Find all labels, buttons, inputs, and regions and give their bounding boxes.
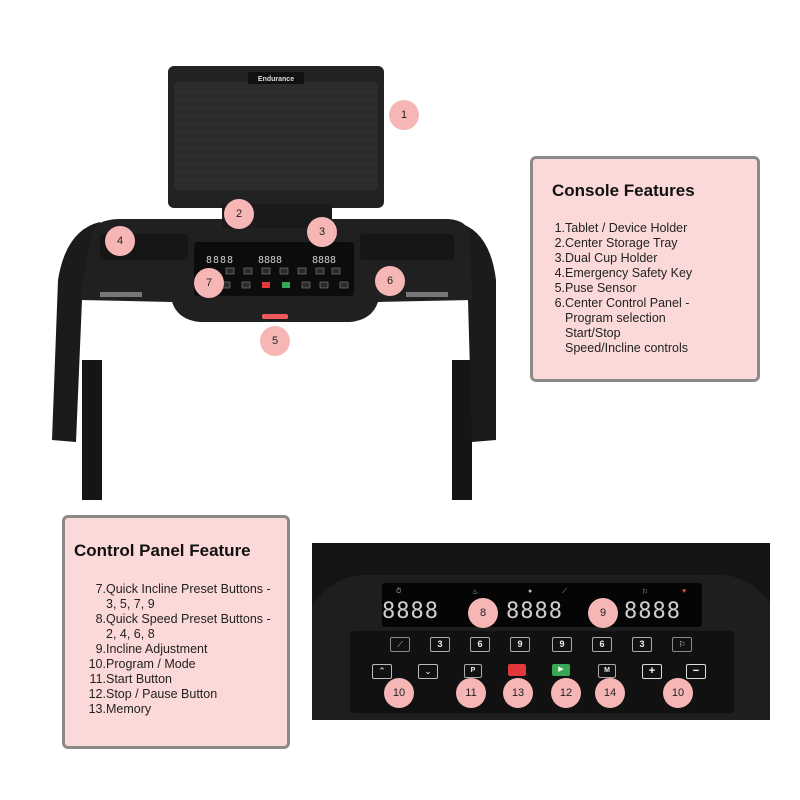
plus-button[interactable]: + [642, 664, 662, 679]
tablet-holder-texture [178, 91, 374, 181]
list-item: 3.Dual Cup Holder [554, 251, 658, 265]
callout-7: 7 [194, 268, 224, 298]
list-item: 11.Start Button [89, 672, 173, 686]
callout-14: 14 [595, 678, 625, 708]
zoomed-control-panel: ⏱ ♨ ● ⟋ ⚐ ♥ 8888 8888 8888 ⟋ 3 6 9 9 6 3… [312, 543, 770, 720]
list-item: 10.Program / Mode [88, 657, 196, 671]
list-item: 2.Center Storage Tray [554, 236, 678, 250]
list-item: 9.Incline Adjustment [95, 642, 208, 656]
control-panel-features-list: 7.Quick Incline Preset Buttons - 3, 5, 7… [74, 582, 279, 717]
callout-9: 9 [588, 598, 618, 628]
svg-text:8888: 8888 [206, 255, 234, 266]
runner-icon: ⚐ [642, 589, 649, 596]
callout-2: 2 [224, 199, 254, 229]
list-item: 13.Memory [88, 702, 152, 716]
list-item: 2, 4, 6, 8 [106, 627, 155, 641]
minus-button[interactable]: − [686, 664, 706, 679]
console-features-box: Console Features 1.Tablet / Device Holde… [530, 156, 760, 382]
list-item: Start/Stop [565, 326, 621, 340]
list-item: Program selection [565, 311, 666, 325]
preset-row: ⟋ 3 6 9 9 6 3 ⚐ [312, 637, 770, 653]
brand-logo: Endurance [258, 76, 294, 83]
preset-key-6[interactable]: 3 [632, 637, 652, 652]
console-features-list: 1.Tablet / Device Holder 2.Center Storag… [552, 221, 747, 356]
console-features-title: Console Features [552, 181, 695, 200]
mode-button[interactable]: M [598, 664, 616, 678]
svg-text:8888: 8888 [312, 255, 336, 266]
callout-8: 8 [468, 598, 498, 628]
pulse-sensor [262, 314, 288, 319]
callout-12: 12 [551, 678, 581, 708]
stop-pause-button[interactable] [508, 664, 526, 676]
incline-icon: ⟋ [562, 588, 567, 595]
left-handlebar [52, 222, 110, 442]
function-row: ⌃ ⌄ P ▶ M + − [312, 664, 770, 680]
callout-5: 5 [260, 326, 290, 356]
list-item: 1.Tablet / Device Holder [554, 221, 688, 235]
incline-up-button[interactable]: ⌃ [372, 664, 392, 679]
list-item: 8.Quick Speed Preset Buttons - [95, 612, 271, 626]
right-handlebar [444, 222, 496, 442]
list-item: 3, 5, 7, 9 [106, 597, 155, 611]
preset-key-5[interactable]: 6 [592, 637, 612, 652]
list-item: 4.Emergency Safety Key [554, 266, 693, 280]
callout-13: 13 [503, 678, 533, 708]
time-icon: ⏱ [396, 588, 402, 595]
program-button[interactable]: P [464, 664, 482, 678]
callout-4: 4 [105, 226, 135, 256]
start-button[interactable]: ▶ [552, 664, 570, 676]
incline-preset-icon-left[interactable]: ⟋ [390, 637, 410, 652]
control-panel-features-title: Control Panel Feature [74, 541, 251, 560]
speed-preset-icon-right[interactable]: ⚐ [672, 637, 692, 652]
control-panel-features-box: Control Panel Feature 7.Quick Incline Pr… [62, 515, 290, 749]
preset-key-2[interactable]: 6 [470, 637, 490, 652]
speed-icon: ● [528, 588, 533, 595]
list-item: 6.Center Control Panel - [554, 296, 690, 310]
list-item: 5.Puse Sensor [554, 281, 637, 295]
right-cup-holder [360, 234, 454, 260]
callout-6: 6 [375, 266, 405, 296]
flame-icon: ♨ [472, 589, 479, 596]
preset-key-3[interactable]: 9 [510, 637, 530, 652]
list-item: 7.Quick Incline Preset Buttons - [95, 582, 271, 596]
list-item: 12.Stop / Pause Button [88, 687, 218, 701]
treadmill-console-illustration: Endurance 8888 8888 8888 [52, 66, 496, 500]
callout-1: 1 [389, 100, 419, 130]
callout-10-right: 10 [663, 678, 693, 708]
svg-text:8888: 8888 [258, 255, 282, 266]
callout-10-left: 10 [384, 678, 414, 708]
incline-down-button[interactable]: ⌄ [418, 664, 438, 679]
callout-3: 3 [307, 217, 337, 247]
callout-11: 11 [456, 678, 486, 708]
preset-key-4[interactable]: 9 [552, 637, 572, 652]
heart-icon: ♥ [682, 588, 687, 595]
mini-control-panel [194, 242, 354, 296]
preset-key-1[interactable]: 3 [430, 637, 450, 652]
indicator-icons-row: ⏱ ♨ ● ⟋ ⚐ ♥ [392, 588, 692, 598]
right-upright [452, 360, 472, 500]
display-time: 8888 [382, 599, 439, 624]
display-speed: 8888 [506, 599, 563, 624]
list-item: Speed/Incline controls [565, 341, 688, 355]
display-incline: 8888 [624, 599, 681, 624]
left-upright [82, 360, 102, 500]
